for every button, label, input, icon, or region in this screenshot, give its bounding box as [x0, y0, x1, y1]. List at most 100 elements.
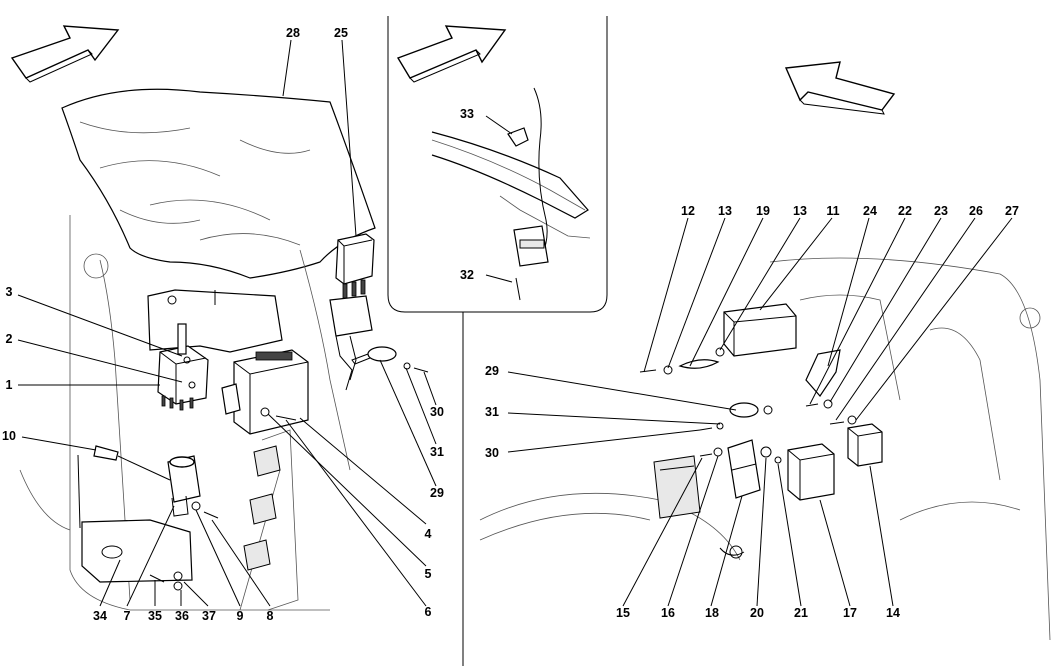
- callout-left-1: 1: [6, 378, 13, 392]
- fuse-strip: [243, 429, 299, 611]
- clip-33: [507, 127, 529, 147]
- callout-left-25: 25: [334, 26, 348, 40]
- callout-left-8: 8: [267, 609, 274, 623]
- washer-5: [260, 407, 270, 417]
- relay-25: [335, 233, 375, 299]
- washer-13a: [663, 365, 673, 375]
- relay-17: [787, 443, 835, 501]
- screw-26: [829, 421, 845, 425]
- callout-left-28: 28: [286, 26, 300, 40]
- callout-left-2: 2: [6, 332, 13, 346]
- relay-bracket-18: [727, 439, 761, 499]
- relay-socket: [329, 295, 373, 391]
- leader-lines-left: [17, 39, 437, 607]
- callout-right-19: 19: [756, 204, 770, 218]
- screw-30-right: [699, 427, 713, 431]
- screw-22: [805, 403, 819, 407]
- callout-left-30: 30: [430, 405, 444, 419]
- leader-lines-right: [507, 217, 1013, 607]
- control-unit-4: [221, 349, 309, 435]
- callout-right-14: 14: [886, 606, 900, 620]
- washer-16: [713, 447, 723, 457]
- nut-36: [173, 571, 183, 581]
- body-panel-outline-left: [19, 215, 351, 611]
- callout-right-31: 31: [485, 405, 499, 419]
- callout-left-29: 29: [430, 486, 444, 500]
- callout-right-27: 27: [1005, 204, 1019, 218]
- body-panel-outline-right: [479, 257, 1051, 641]
- ground-eyelet: [729, 545, 743, 559]
- bracket-34: [77, 454, 193, 583]
- washer-9: [191, 501, 201, 511]
- screw-6: [275, 415, 297, 421]
- cable-clamp-29-right: [729, 402, 773, 418]
- control-module-11: [723, 303, 797, 357]
- callout-right-30: 30: [485, 446, 499, 460]
- callout-left-34: 34: [93, 609, 107, 623]
- inset-frame: [387, 16, 608, 313]
- fuse-box: [653, 455, 701, 519]
- ground-strap: [719, 547, 745, 556]
- nut-20: [760, 446, 772, 458]
- cover-sheet-folds: [79, 121, 311, 246]
- callout-left-4: 4: [425, 527, 432, 541]
- body-hole-left: [83, 253, 109, 279]
- callout-left-5: 5: [425, 567, 432, 581]
- callout-left-37: 37: [202, 609, 216, 623]
- callout-inset-32: 32: [460, 268, 474, 282]
- screw-35: [149, 574, 165, 583]
- inset-wiring-loom: [533, 87, 548, 261]
- direction-arrow-left: [10, 25, 120, 83]
- strap-19: [678, 359, 720, 369]
- callout-right-21: 21: [794, 606, 808, 620]
- callout-left-35: 35: [148, 609, 162, 623]
- body-hole-right: [1019, 307, 1041, 329]
- leader-lines-inset: [485, 115, 513, 283]
- washer-27: [847, 415, 857, 425]
- washer-23: [823, 399, 833, 409]
- callout-right-23: 23: [934, 204, 948, 218]
- callout-left-31: 31: [430, 445, 444, 459]
- callout-left-9: 9: [237, 609, 244, 623]
- callout-right-18: 18: [705, 606, 719, 620]
- washer-31-right: [716, 422, 724, 430]
- washer-37: [173, 581, 183, 591]
- direction-arrow-right: [784, 61, 896, 115]
- inset-chassis-rail: [431, 131, 591, 239]
- screw-3: [177, 323, 187, 355]
- callout-right-16: 16: [661, 606, 675, 620]
- callout-right-22: 22: [898, 204, 912, 218]
- cable-clamp-29-left: [351, 346, 397, 365]
- callout-left-3: 3: [6, 285, 13, 299]
- callout-inset-33: 33: [460, 107, 474, 121]
- callout-right-26: 26: [969, 204, 983, 218]
- callout-right-13: 13: [793, 204, 807, 218]
- callout-left-10: 10: [2, 429, 16, 443]
- callout-right-24: 24: [863, 204, 877, 218]
- callout-left-7: 7: [124, 609, 131, 623]
- callout-right-20: 20: [750, 606, 764, 620]
- callout-right-17: 17: [843, 606, 857, 620]
- bracket-24: [805, 349, 841, 397]
- screw-15: [699, 453, 713, 457]
- switch-7: [167, 455, 201, 517]
- callout-right-11: 11: [826, 204, 839, 218]
- callout-left-6: 6: [425, 605, 432, 619]
- screw-8: [203, 511, 219, 519]
- washer-31-left: [403, 362, 411, 370]
- callout-right-12: 12: [681, 204, 695, 218]
- protective-cover-sheet: [61, 88, 376, 279]
- inset-connector: [513, 225, 549, 267]
- callout-right-15: 15: [616, 606, 630, 620]
- washer-13b: [715, 347, 725, 357]
- control-unit-1: [157, 345, 209, 411]
- callout-left-36: 36: [175, 609, 189, 623]
- washer-21: [774, 456, 782, 464]
- callout-right-13: 13: [718, 204, 732, 218]
- screw-30-left: [413, 367, 429, 373]
- bracket-10: [93, 445, 119, 461]
- direction-arrow-inset: [396, 25, 507, 83]
